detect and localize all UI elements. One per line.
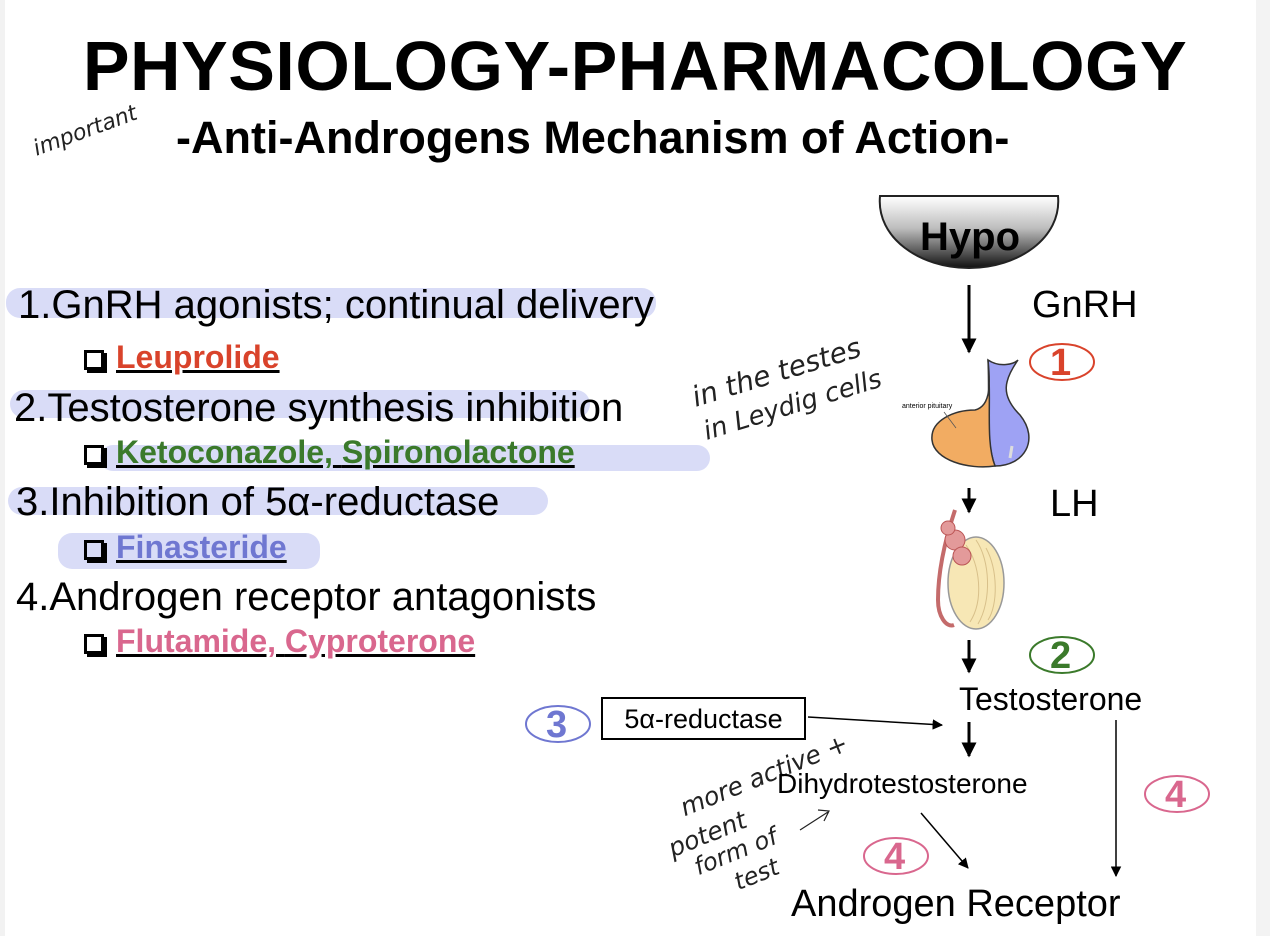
mechanism-3-label: 3.Inhibition of 5α-reductase xyxy=(16,480,500,524)
drug-spironolactone: Spironolactone xyxy=(341,434,575,470)
checkbox-bullet-icon xyxy=(84,634,104,654)
handwritten-arrow xyxy=(799,809,830,831)
page-subtitle: -Anti-Androgens Mechanism of Action- xyxy=(176,112,1010,163)
mechanism-1-label: 1.GnRH agonists; continual delivery xyxy=(18,283,654,327)
gnrh-label: GnRH xyxy=(1032,284,1138,326)
dht-label: Dihydrotestosterone xyxy=(777,768,1028,799)
page-title: PHYSIOLOGY-PHARMACOLOGY xyxy=(82,27,1188,105)
site-marker-4b: 4 xyxy=(884,836,906,878)
highlight-item-1 xyxy=(6,288,656,318)
hypothalamus-shape xyxy=(878,195,1060,270)
mechanism-4-drugs: Flutamide, Cyproterone xyxy=(84,623,475,660)
checkbox-bullet-icon xyxy=(84,445,104,465)
mechanism-1-drugs: Leuprolide xyxy=(84,339,280,376)
hypo-label: Hypo xyxy=(920,215,1020,259)
highlight-drug-2 xyxy=(100,445,710,471)
testis-illustration xyxy=(935,509,1005,630)
mechanism-2-drugs: Ketoconazole, Spironolactone xyxy=(84,434,575,471)
site-marker-4a: 4 xyxy=(1165,774,1187,816)
pituitary-illustration xyxy=(931,358,1030,468)
checkbox-bullet-icon xyxy=(84,350,104,370)
lh-label: LH xyxy=(1050,483,1099,525)
mechanism-4-label: 4.Androgen receptor antagonists xyxy=(16,575,597,619)
site-marker-1: 1 xyxy=(1050,342,1072,384)
enzyme-box: 5α-reductase xyxy=(601,697,806,740)
site-marker-2-oval xyxy=(1029,636,1095,674)
site-marker-1-oval xyxy=(1029,343,1095,381)
highlight-item-3 xyxy=(8,487,548,515)
drug-cyproterone: Cyproterone xyxy=(284,623,476,659)
drug-finasteride: Finasteride xyxy=(116,529,287,565)
highlight-item-2 xyxy=(10,390,590,418)
checkbox-bullet-icon xyxy=(84,540,104,560)
site-marker-4a-oval xyxy=(1144,775,1210,813)
arrow-enzyme-to-conversion xyxy=(807,716,944,730)
arrow-dht-to-receptor xyxy=(920,812,969,869)
site-marker-3-oval xyxy=(525,705,591,743)
androgen-receptor-label: Androgen Receptor xyxy=(791,883,1121,925)
drug-flutamide: Flutamide, xyxy=(116,623,277,659)
site-marker-4b-oval xyxy=(863,837,929,875)
site-marker-2: 2 xyxy=(1050,635,1072,677)
left-edge xyxy=(0,0,5,936)
drug-leuprolide: Leuprolide xyxy=(116,339,280,375)
mechanism-3-drugs: Finasteride xyxy=(84,529,287,566)
right-edge xyxy=(1256,0,1270,936)
drug-ketoconazole: Ketoconazole, xyxy=(116,434,333,470)
mechanism-2-label: 2.Testosterone synthesis inhibition xyxy=(14,386,624,430)
pituitary-caption: anterior pituitary xyxy=(902,403,953,410)
site-marker-3: 3 xyxy=(546,704,568,746)
testosterone-label: Testosterone xyxy=(959,681,1143,717)
